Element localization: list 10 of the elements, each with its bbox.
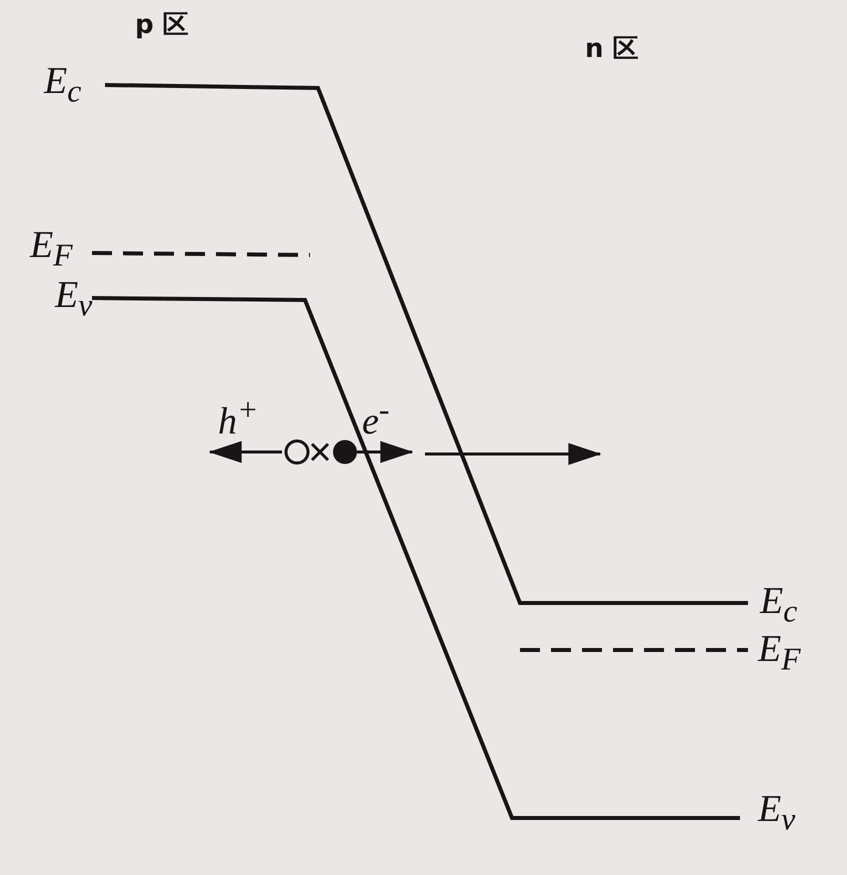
band-label: E$_{F}$ (758, 630, 801, 676)
band-label: E$_{c}$ (760, 582, 798, 628)
band-label: E$_{F}$ (30, 226, 73, 272)
band-label: E$_{c}$ (44, 62, 82, 108)
region-label: p 区 (135, 12, 189, 38)
band-label: E$_{v}$ (55, 276, 92, 322)
carrier-label: e$^{-}$ (362, 394, 390, 441)
carrier-label: h$^{+}$ (218, 394, 258, 441)
region-label: n 区 (585, 36, 639, 62)
band-label: E$_{v}$ (758, 790, 796, 836)
